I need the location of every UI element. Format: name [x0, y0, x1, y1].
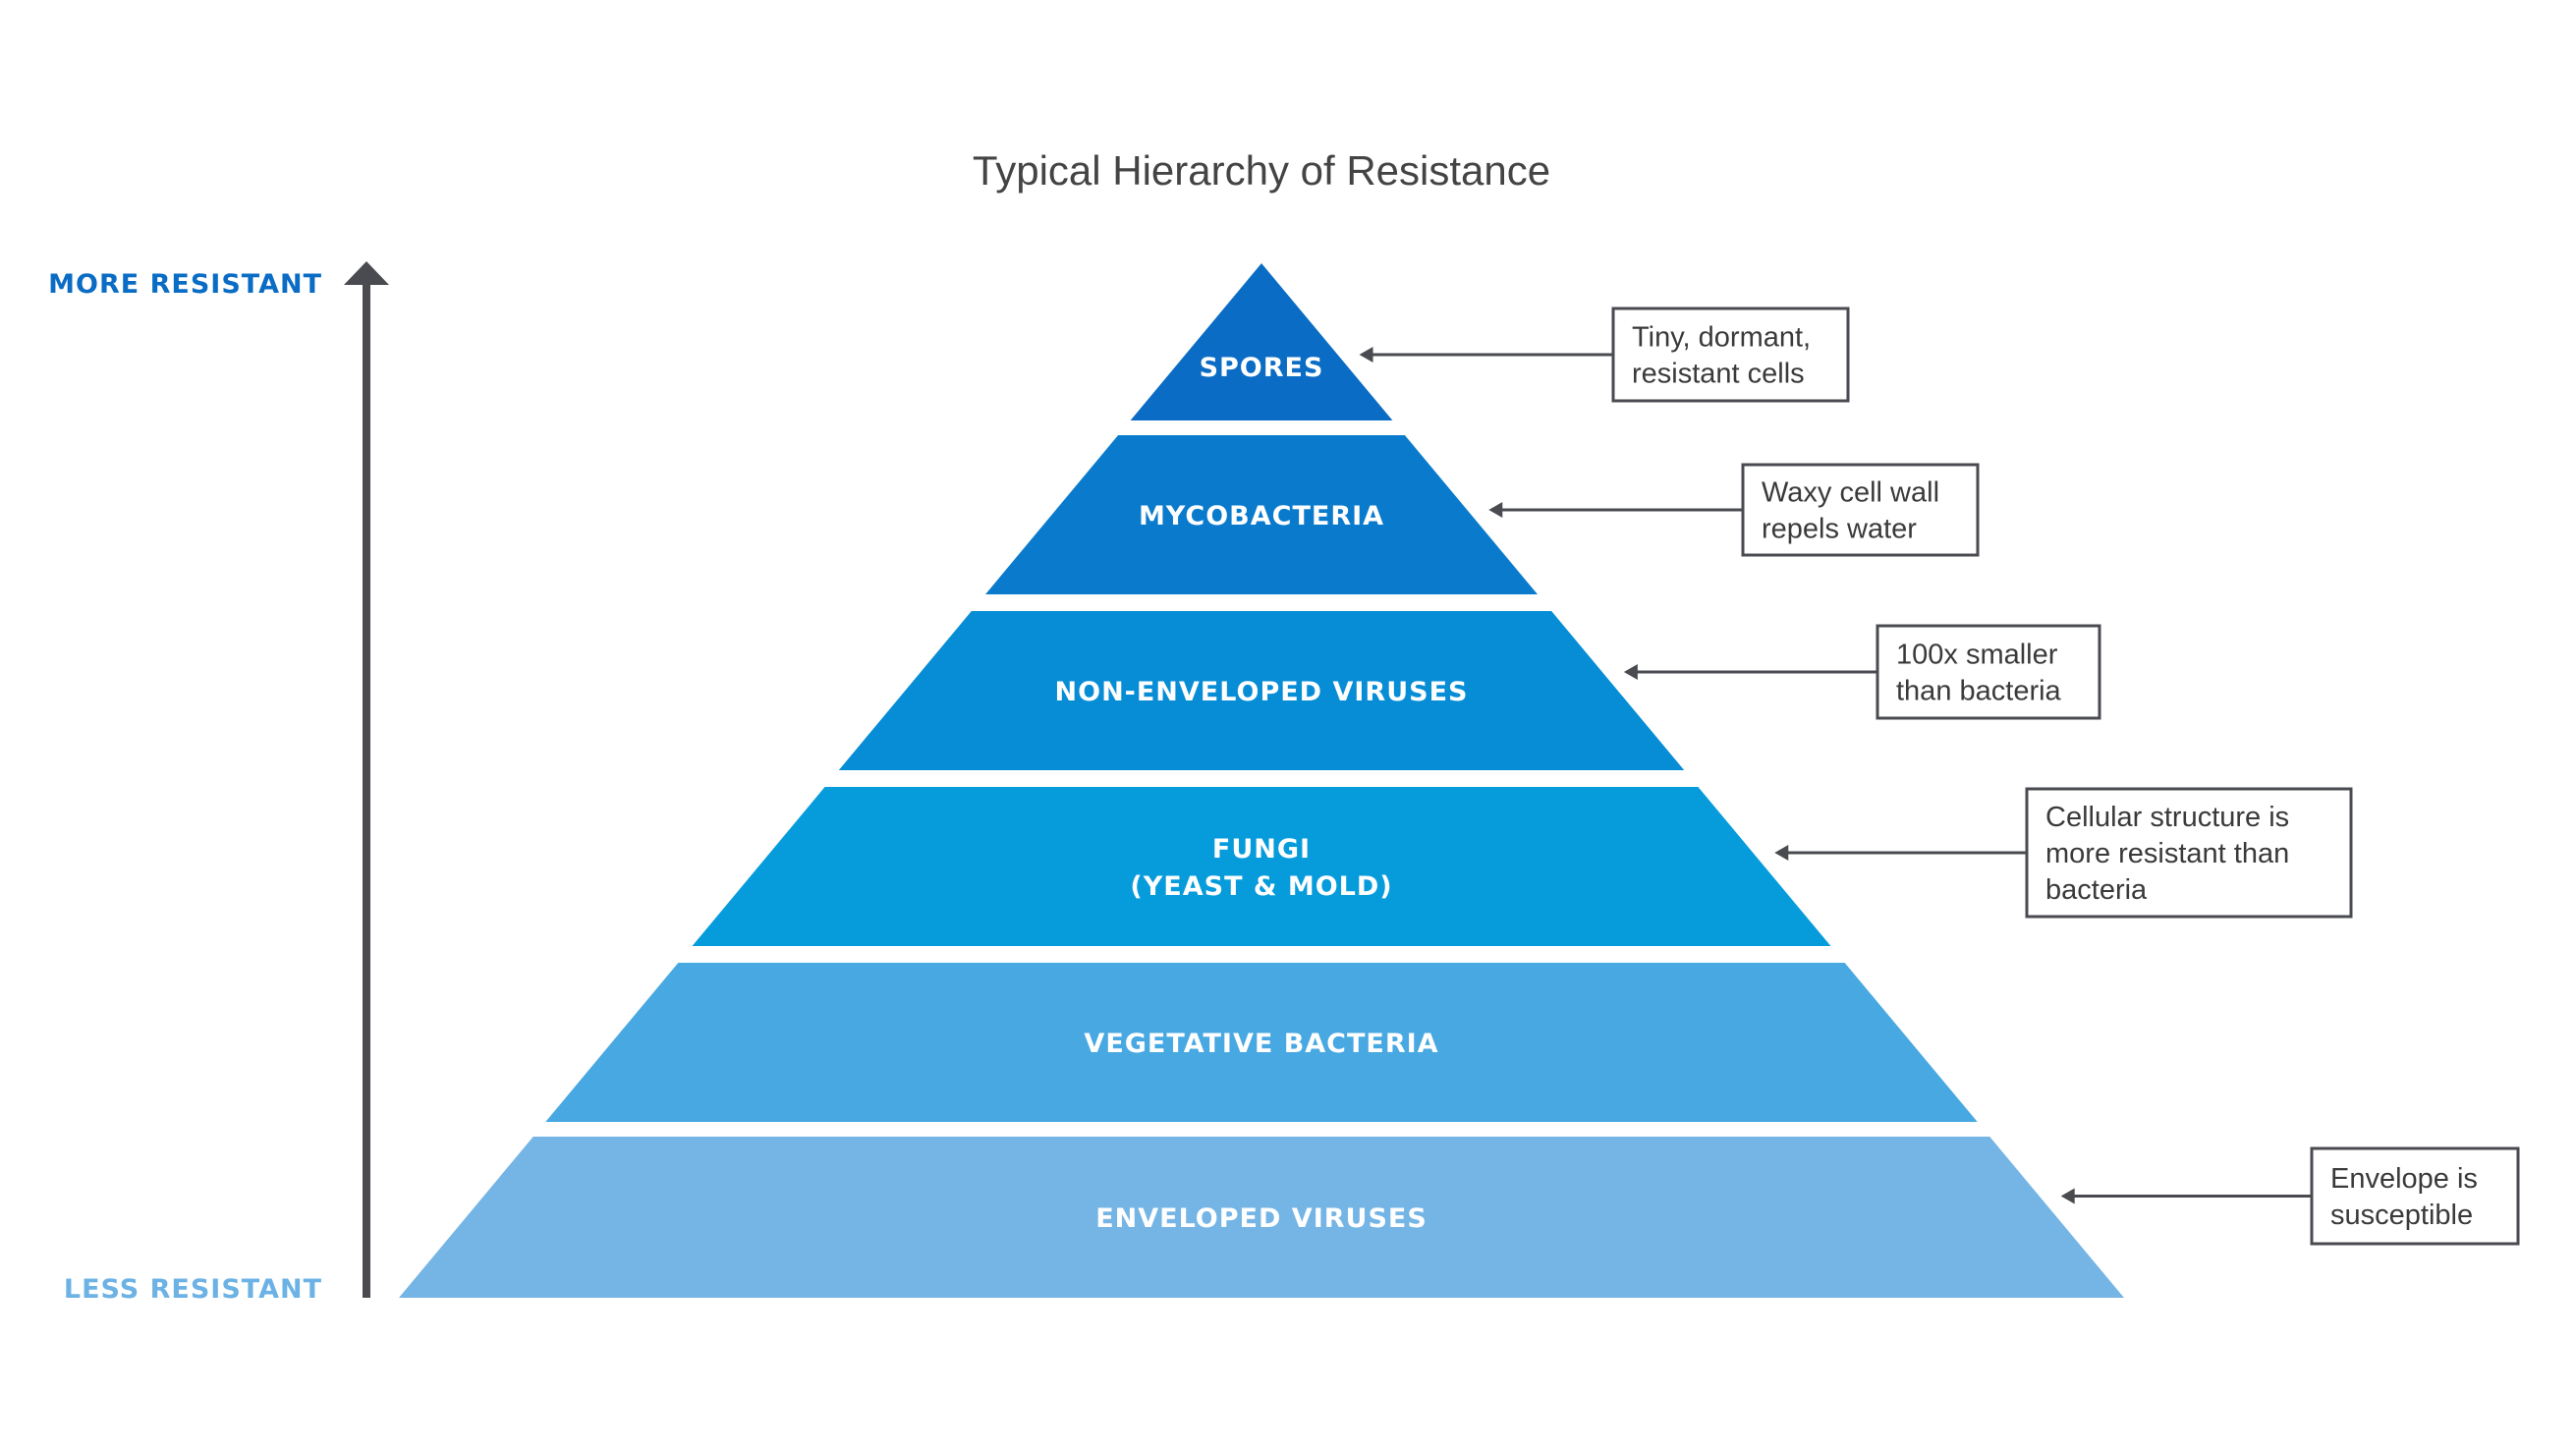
less-resistant-label: LESS RESISTANT [64, 1274, 322, 1305]
arrow-left-icon [1774, 845, 1789, 861]
resistance-axis: MORE RESISTANT LESS RESISTANT [48, 261, 389, 1305]
callout-box [1876, 624, 2101, 720]
callout-text: 100x smaller [1896, 640, 2058, 671]
callout-text: bacteria [2045, 874, 2148, 906]
callout-text: Tiny, dormant, [1632, 322, 1811, 354]
pyramid-level-label: MYCOBACTERIA [1139, 501, 1384, 531]
callout: Envelope is susceptible [2060, 1146, 2520, 1246]
arrow-left-icon [1488, 502, 1503, 518]
arrow-up-icon [344, 261, 389, 285]
pyramid-level-label: NON-ENVELOPED VIRUSES [1055, 677, 1469, 707]
callout-box [1741, 463, 1980, 557]
pyramid-level: NON-ENVELOPED VIRUSES [838, 611, 1685, 770]
callout: 100x smaller than bacteria [1623, 624, 2101, 720]
pyramid-level: FUNGI (YEAST & MOLD) [692, 787, 1831, 946]
pyramid-level-label: SPORES [1200, 353, 1324, 383]
callout-text: than bacteria [1896, 676, 2062, 707]
pyramid-band [399, 1137, 2124, 1298]
pyramid-level: VEGETATIVE BACTERIA [545, 963, 1978, 1122]
callout: Cellular structure is more resistant than… [1774, 787, 2353, 919]
callout-box [1611, 307, 1850, 403]
pyramid-band [838, 611, 1685, 770]
callout-text: more resistant than [2045, 838, 2289, 869]
pyramid-level: ENVELOPED VIRUSES [399, 1137, 2124, 1298]
pyramid-level: SPORES [1130, 263, 1393, 420]
pyramid: SPORES MYCOBACTERIA NON-ENVELOPED VIRUSES F… [399, 263, 2124, 1298]
pyramid-band [692, 787, 1831, 946]
pyramid-level-label: FUNGI [1212, 834, 1311, 865]
callout-text: Envelope is [2330, 1163, 2478, 1195]
callout-text: resistant cells [1632, 359, 1805, 390]
diagram-title: Typical Hierarchy of Resistance [973, 147, 1550, 194]
more-resistant-label: MORE RESISTANT [48, 269, 322, 300]
callout-text: Waxy cell wall [1762, 477, 1939, 509]
arrow-left-icon [1623, 664, 1638, 680]
pyramid-band [1130, 263, 1393, 420]
arrow-left-icon [1359, 347, 1373, 363]
pyramid-level-label: VEGETATIVE BACTERIA [1084, 1029, 1438, 1059]
callout-text: Cellular structure is [2045, 802, 2289, 833]
callout: Tiny, dormant, resistant cells [1359, 307, 1850, 403]
callout-text: susceptible [2330, 1200, 2473, 1231]
pyramid-band [985, 435, 1538, 594]
callout-box [2310, 1146, 2520, 1246]
pyramid-level-label: ENVELOPED VIRUSES [1095, 1203, 1428, 1234]
pyramid-band [545, 963, 1978, 1122]
pyramid-level: MYCOBACTERIA [985, 435, 1538, 594]
callout: Waxy cell wall repels water [1488, 463, 1980, 557]
callout-box [2025, 787, 2353, 919]
pyramid-level-label: (YEAST & MOLD) [1130, 871, 1392, 902]
callout-text: repels water [1762, 514, 1917, 545]
arrow-left-icon [2060, 1188, 2075, 1204]
